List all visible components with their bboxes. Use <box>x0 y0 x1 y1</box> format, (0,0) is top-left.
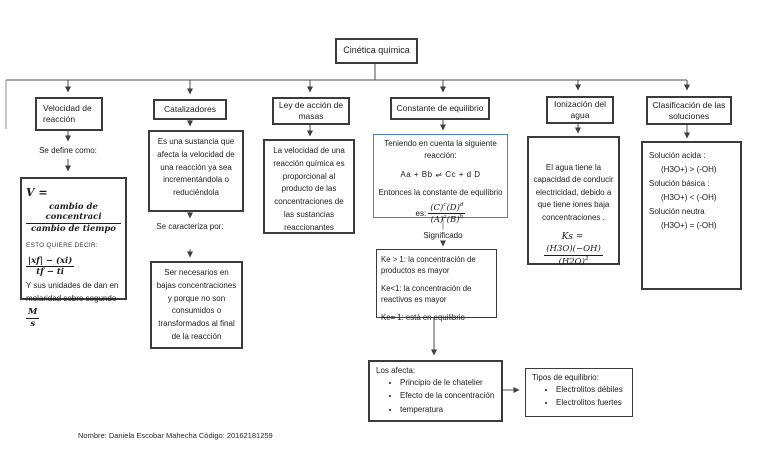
formula-term: tf − ti <box>36 267 65 278</box>
fraction: M s <box>26 306 40 329</box>
node-heading: Constante de equilibrio <box>396 103 484 114</box>
list-item: Electrolitos fuertes <box>556 398 628 408</box>
node-catalizadores-caracteristica: Ser necesarios en bajas concentraciones … <box>150 261 243 349</box>
node-velocidad-de-reaccion: Velocidad de reacción <box>35 97 103 131</box>
node-tipos-equilibrio: Tipos de equilibrio: Electrolitos débile… <box>525 368 633 417</box>
formula-term: cambio de concentraci <box>26 202 121 224</box>
body-text: El agua tiene la capacidad de conducir e… <box>533 163 614 222</box>
formula-exponent: a <box>443 214 447 221</box>
formula-term: s <box>30 318 36 329</box>
formula-term: (A) <box>430 214 444 225</box>
edge-label-significado: Significado <box>423 231 463 240</box>
node-los-afecta: Los afecta: Principio de le chatelier Ef… <box>368 360 503 422</box>
ke-rule: Ke<1: la concentración de reactivos es m… <box>381 284 472 304</box>
formula-ks: Ks = (H3O)(−OH)(H2O)2 <box>533 230 614 267</box>
node-heading: Velocidad de reacción <box>43 103 92 124</box>
formula-velocidad: V = cambio de concentraci cambio de tiem… <box>26 184 121 234</box>
formula-term: M <box>26 306 40 319</box>
node-clasificacion-detalle: Solución acida : (H3O+) > (-OH) Solución… <box>641 141 742 290</box>
unidades-text: Y sus unidades de dan en molaridad sobre… <box>26 281 119 303</box>
solucion-entry: Solución acida : (H3O+) > (-OH) <box>649 151 734 174</box>
afecta-list: Principio de le chatelier Efecto de la c… <box>400 378 497 415</box>
formula-term: (H3O)(−OH) <box>544 244 603 256</box>
denominator: (H2O)2 <box>544 256 603 267</box>
body-text: Es una sustancia que afecta la velocidad… <box>157 137 235 198</box>
formula-term: es: <box>415 208 427 218</box>
fraction: |xf| − (xi) tf − ti <box>26 255 75 278</box>
formula-ke: es:(C)c(D)d(A)a(B)b <box>376 202 505 226</box>
node-velocidad-definicion: V = cambio de concentraci cambio de tiem… <box>20 177 127 329</box>
node-heading: Clasificación de las soluciones <box>652 99 726 121</box>
formula-term: |xf| − (xi) <box>26 255 75 268</box>
list-item: Efecto de la concentración <box>400 391 497 401</box>
node-heading: Ley de acción de masas <box>278 100 344 121</box>
note-esto-quiere-decir: ESTO QUIERE DECIR: <box>26 242 98 250</box>
formula-exponent: 2 <box>584 255 589 262</box>
solucion-entry: Solución básica : (H3O+) < (-OH) <box>649 179 734 202</box>
formula-exponent: c <box>443 201 447 208</box>
solucion-label: Solución acida : <box>649 151 706 160</box>
formula-unidades: M s <box>26 307 121 329</box>
node-heading: Ionización del agua <box>554 99 606 120</box>
solucion-label: Solución básica : <box>649 179 710 188</box>
edge-label-se-caracteriza-por: Se caracteriza por: <box>156 222 224 231</box>
tipos-list: Electrolitos débiles Electrolitos fuerte… <box>556 385 628 409</box>
formula-term: V = <box>26 186 48 199</box>
body-text: La velocidad de una reacción química es … <box>273 146 345 232</box>
node-constante-reaccion: Teniendo en cuenta la siguiente reacción… <box>373 134 508 225</box>
solucion-entry: Solución neutra (H3O+) = (-OH) <box>649 207 734 230</box>
formula-term: cambio de tiempo <box>31 223 116 234</box>
formula-exponent: b <box>459 214 464 221</box>
numerator: (C)c(D)d <box>428 201 466 215</box>
body-text: Teniendo en cuenta la siguiente reacción… <box>384 139 497 161</box>
solucion-formula: (H3O+) = (-OH) <box>661 221 717 230</box>
node-catalizadores-definicion: Es una sustancia que afecta la velocidad… <box>148 130 244 212</box>
ke-rule: Ke= 1: está en equilibrio <box>381 313 465 323</box>
map-title: Cinética química <box>343 45 410 56</box>
formula-term: (C) <box>430 202 444 213</box>
solucion-formula: (H3O+) < (-OH) <box>661 193 717 202</box>
node-constante-equilibrio: Constante de equilibrio <box>390 97 490 120</box>
list-item: Principio de le chatelier <box>400 378 497 388</box>
formula-term: Ks = <box>561 231 584 242</box>
node-ionizacion-agua: Ionización del agua <box>546 96 614 124</box>
ke-rule: Ke > 1: la concentración de productos es… <box>381 255 476 275</box>
formula-term: (D) <box>446 202 460 213</box>
node-catalizadores: Catalizadores <box>153 99 227 120</box>
node-ley-accion-masas: Ley de acción de masas <box>272 97 350 125</box>
node-clasificacion-soluciones: Clasificación de las soluciones <box>646 96 732 125</box>
list-item: Electrolitos débiles <box>556 385 628 395</box>
body-text: Ser necesarios en bajas concentraciones … <box>156 268 237 341</box>
node-significado-ke: Ke > 1: la concentración de productos es… <box>376 249 497 322</box>
solucion-label: Solución neutra <box>649 207 705 216</box>
list-item: temperatura <box>400 405 497 415</box>
fraction: (H3O)(−OH)(H2O)2 <box>544 244 603 267</box>
fraction: (C)c(D)d(A)a(B)b <box>428 201 466 226</box>
body-text: Entonces la constante de equilibrio <box>378 188 503 198</box>
solucion-formula: (H3O+) > (-OH) <box>661 165 717 174</box>
node-heading: Catalizadores <box>164 104 216 115</box>
list-title: Los afecta: <box>376 366 416 375</box>
node-ley-definicion: La velocidad de una reacción química es … <box>263 139 355 234</box>
formula-exponent: d <box>459 201 464 208</box>
author-footer: Nombre: Daniela Escobar Mahecha Código: … <box>78 431 273 440</box>
denominator: (A)a(B)b <box>428 214 465 225</box>
fraction: cambio de concentraci cambio de tiempo <box>26 202 121 235</box>
root-node-cinetica-quimica: Cinética química <box>335 38 418 64</box>
reaction-equation: Aa + Bb ⇌ Cc + d D <box>400 169 481 179</box>
formula-delta-x: |xf| − (xi) tf − ti <box>26 256 121 278</box>
node-ionizacion-definicion: El agua tiene la capacidad de conducir e… <box>527 136 620 267</box>
list-title: Tipos de equilibrio: <box>532 373 599 382</box>
formula-term: (H2O) <box>558 256 585 267</box>
edge-label-se-define-como: Se define como: <box>39 146 97 155</box>
formula-term: (B) <box>446 214 460 225</box>
